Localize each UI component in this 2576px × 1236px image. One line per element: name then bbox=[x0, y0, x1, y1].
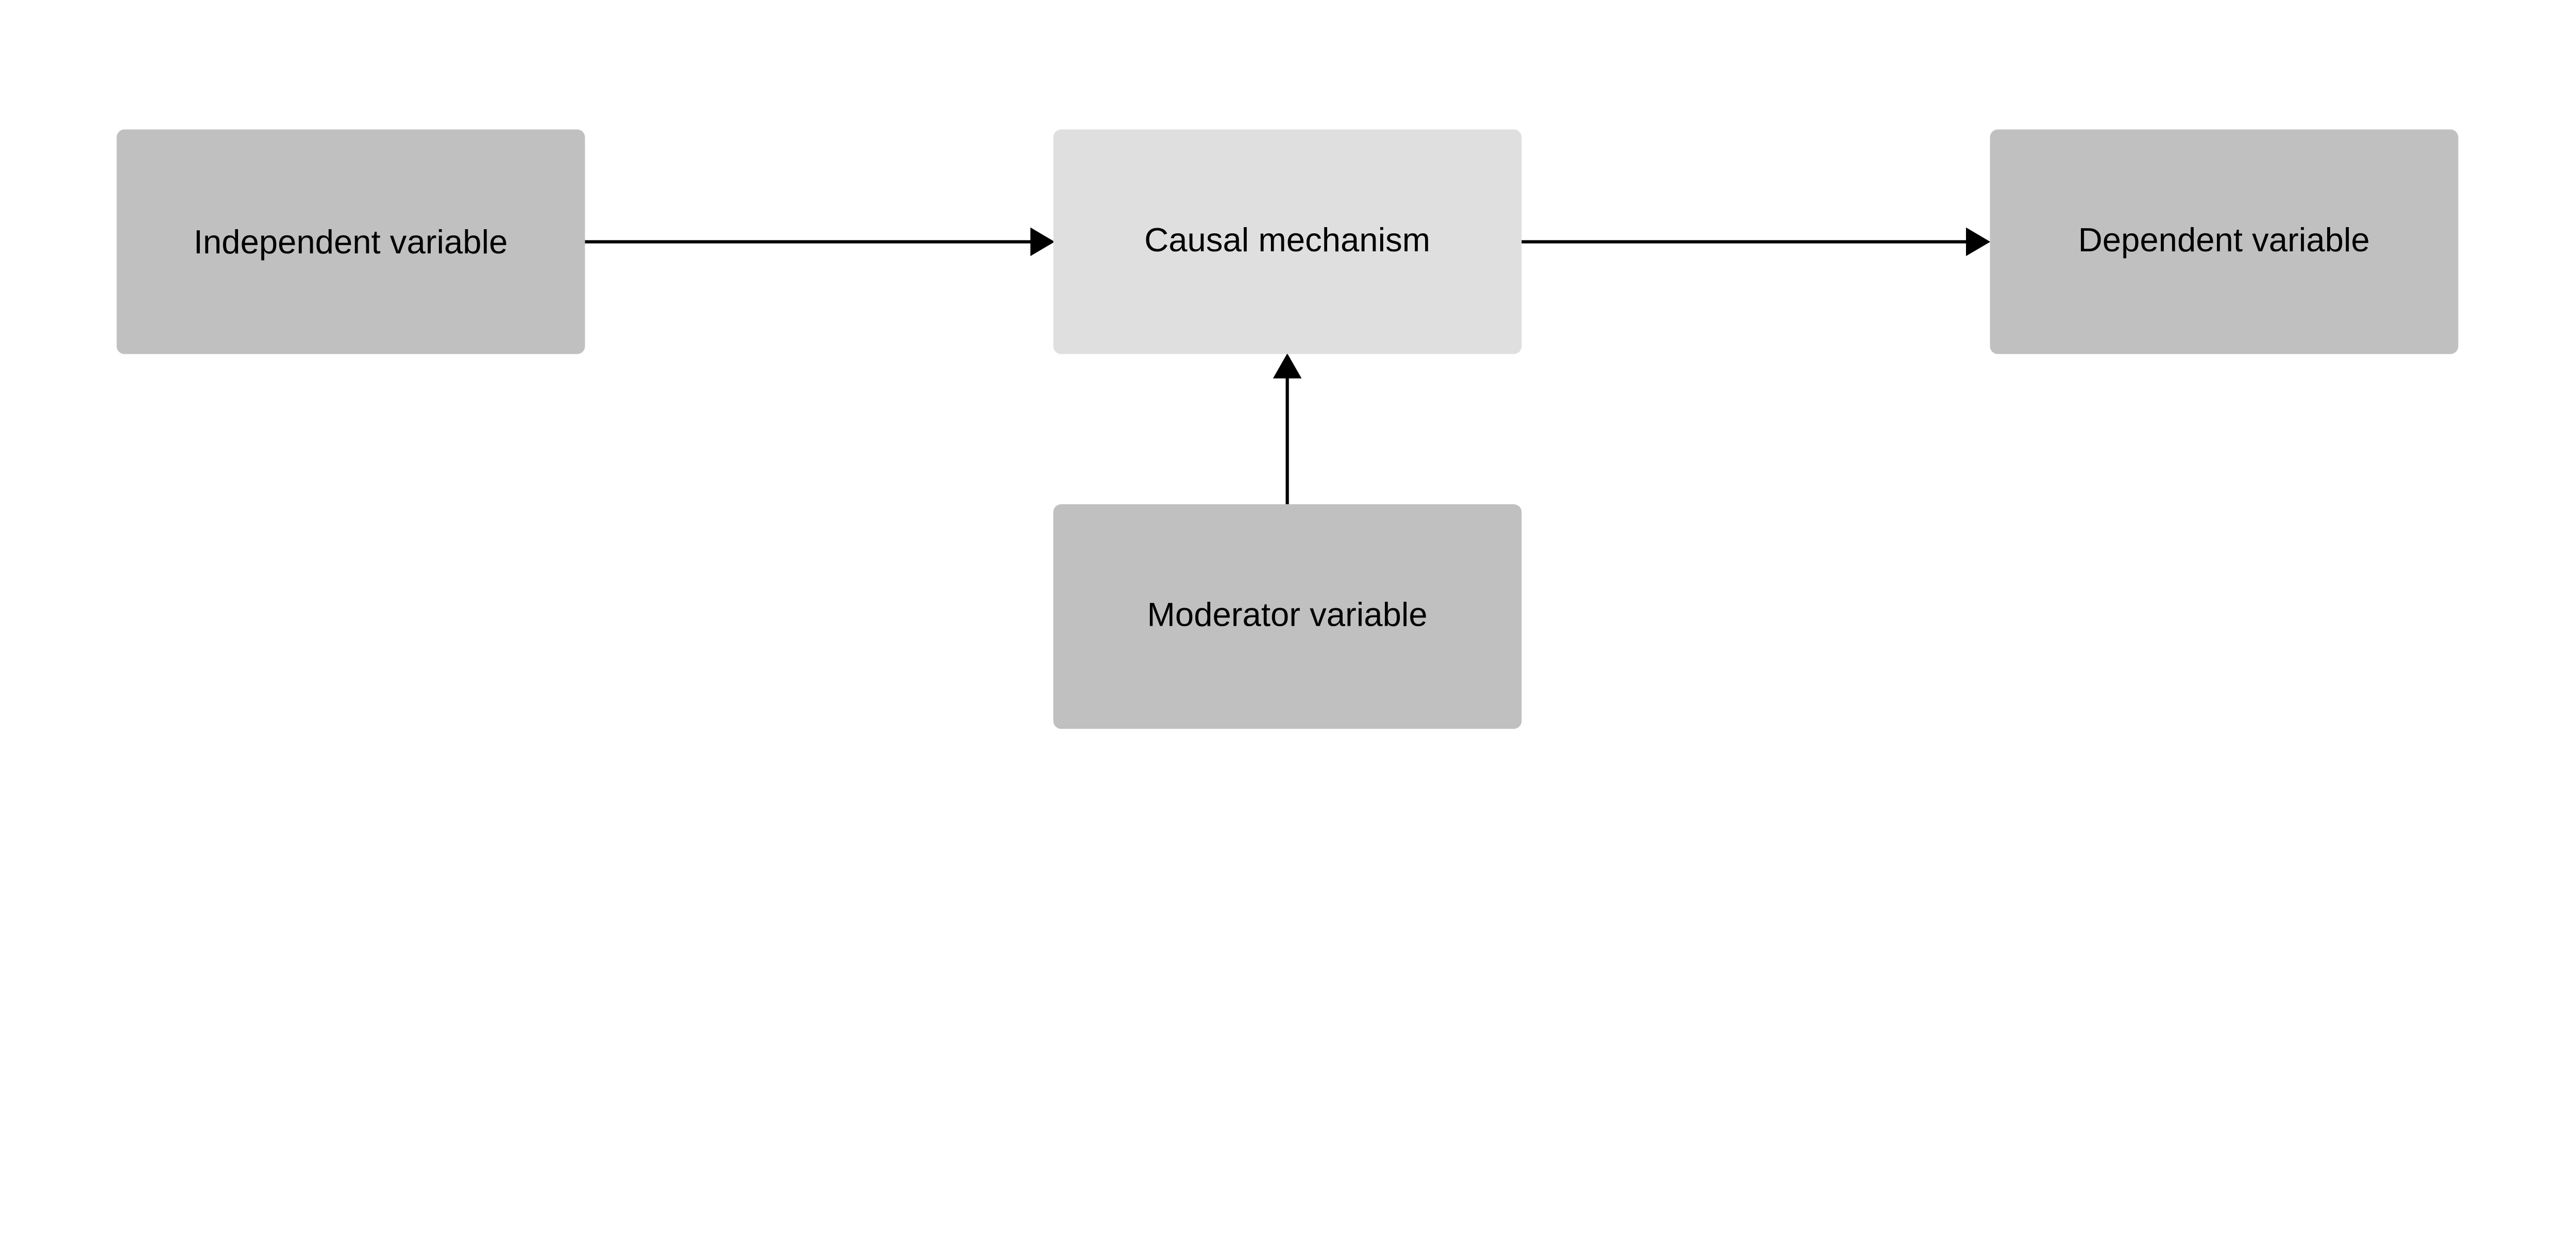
arrowhead-icon bbox=[1030, 227, 1055, 256]
node-label: Independent variable bbox=[194, 223, 508, 261]
node-moderator-variable[interactable]: Moderator variable bbox=[1053, 504, 1522, 729]
node-independent-variable[interactable]: Independent variable bbox=[116, 129, 585, 354]
arrowhead-icon bbox=[1273, 353, 1302, 379]
node-causal-mechanism[interactable]: Causal mechanism bbox=[1053, 129, 1522, 354]
node-label: Dependent variable bbox=[2078, 221, 2370, 259]
node-dependent-variable[interactable]: Dependent variable bbox=[1990, 129, 2459, 354]
edge-independent-to-mechanism bbox=[585, 227, 1055, 256]
causal-diagram: Independent variable Causal mechanism De… bbox=[116, 129, 2459, 729]
arrowhead-icon bbox=[1965, 227, 1991, 256]
node-label: Moderator variable bbox=[1147, 596, 1428, 633]
edge-mechanism-to-dependent bbox=[1521, 227, 1991, 256]
edge-moderator-to-mechanism bbox=[1273, 353, 1302, 505]
node-label: Causal mechanism bbox=[1144, 221, 1430, 259]
